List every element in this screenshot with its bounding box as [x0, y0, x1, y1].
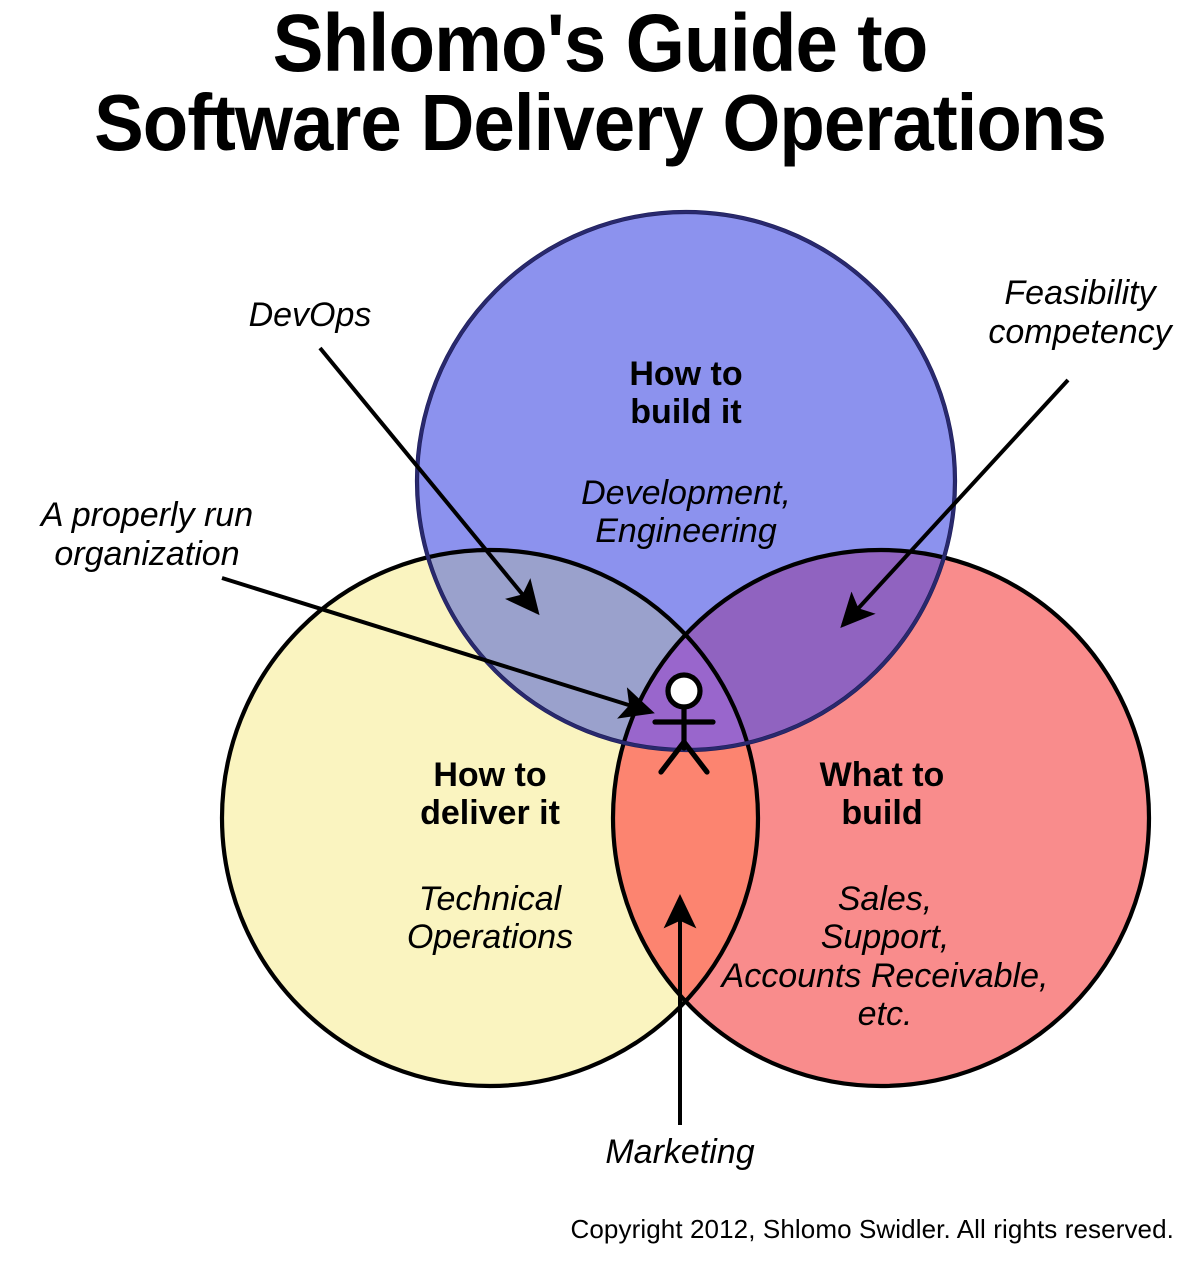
venn-inner-arcs [415, 210, 957, 752]
circle-label-build-heading: How to build it [629, 355, 743, 432]
callout-label-feasibility-competency: Feasibility competency [988, 274, 1172, 352]
copyright-notice: Copyright 2012, Shlomo Swidler. All righ… [570, 1214, 1174, 1244]
stick-figure-head [665, 672, 703, 710]
stick-figure-leg-right [681, 739, 710, 775]
callout-label-devops: DevOps [248, 296, 372, 334]
circle-label-what-heading: What to build [819, 756, 945, 833]
circle-what-outline [610, 547, 1152, 1089]
stick-figure-person [652, 672, 716, 775]
circle-deliver-outline [219, 547, 761, 1089]
callout-label-marketing: Marketing [605, 1133, 755, 1171]
arrow-organization [221, 576, 655, 719]
venn-overlap-build-what [613, 550, 955, 750]
arrow-devops [318, 346, 540, 616]
arrow-feasibility [840, 378, 1070, 628]
circle-label-build-subtitle: Development, Engineering [581, 474, 791, 551]
circle-label-what-subtitle: Sales, Support, Accounts Receivable, etc… [721, 880, 1049, 1034]
venn-overlap-build-deliver [417, 550, 758, 750]
page-title: Shlomo's Guide to Software Delivery Oper… [0, 0, 1200, 168]
page-title-line-1: Shlomo's Guide to [272, 0, 929, 89]
circle-label-deliver-heading: How to deliver it [420, 756, 560, 833]
page-title-line-2: Software Delivery Operations [94, 78, 1107, 168]
callout-label-properly-run-organization: A properly run organization [40, 496, 254, 574]
callout-arrows [221, 346, 1070, 1125]
circle-label-deliver-subtitle: Technical Operations [406, 880, 574, 957]
stick-figure-leg-left [658, 739, 687, 775]
